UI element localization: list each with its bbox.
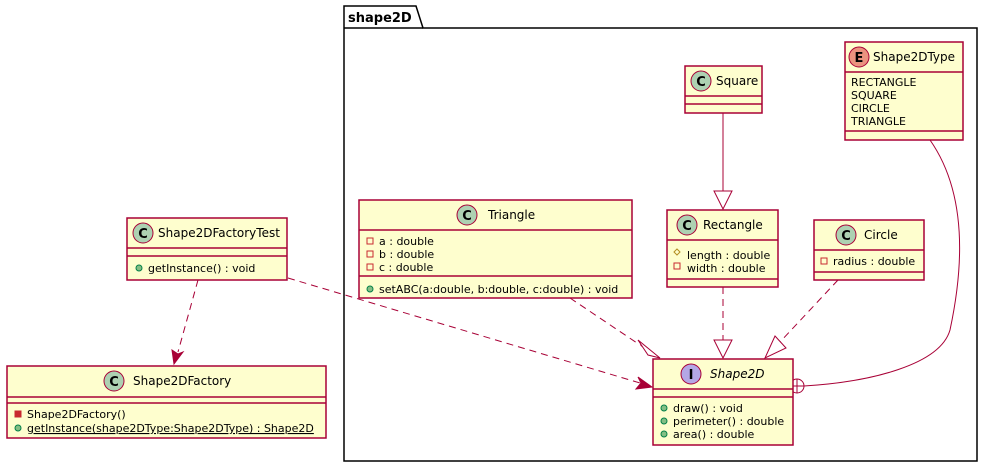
public-marker-icon xyxy=(660,404,668,412)
enum-value: SQUARE xyxy=(851,89,897,102)
field: width : double xyxy=(687,262,766,275)
class-badge-letter: C xyxy=(138,227,148,242)
field: length : double xyxy=(687,249,770,262)
field: c : double xyxy=(379,261,433,274)
method: perimeter() : double xyxy=(673,415,784,428)
method: setABC(a:double, b:double, c:double) : v… xyxy=(379,283,618,296)
private-marker-icon xyxy=(366,250,374,258)
method: area() : double xyxy=(673,428,755,441)
class-square[interactable]: C Square xyxy=(684,65,763,114)
enum-name: Shape2DType xyxy=(873,50,955,64)
class-name: Triangle xyxy=(487,208,535,222)
class-triangle[interactable]: C Triangle a : double b : double c : dou… xyxy=(358,199,633,299)
enum-badge-letter: E xyxy=(855,51,864,66)
class-circle[interactable]: C Circle radius : double xyxy=(813,219,925,281)
edge-rectangle-implements-shape2d xyxy=(713,287,733,360)
enum-value: RECTANGLE xyxy=(851,76,917,89)
method: Shape2DFactory() xyxy=(27,408,126,421)
class-badge-icon xyxy=(456,204,478,226)
public-marker-icon xyxy=(135,264,143,272)
class-badge-letter: C xyxy=(841,229,851,244)
method: getInstance() : void xyxy=(148,262,255,275)
field: b : double xyxy=(379,248,434,261)
enum-shape2dtype[interactable]: E Shape2DType RECTANGLE SQUARE CIRCLE TR… xyxy=(844,41,964,141)
private-marker-icon xyxy=(366,237,374,245)
private-marker-icon xyxy=(14,410,22,418)
static-method: getInstance(shape2DType:Shape2DType) : S… xyxy=(27,422,314,435)
private-marker-icon xyxy=(820,257,828,265)
interface-badge-icon xyxy=(680,363,702,385)
class-badge-letter: C xyxy=(462,209,472,224)
class-shape2dfactory[interactable]: C Shape2DFactory Shape2DFactory() getIns… xyxy=(6,365,327,439)
interface-shape2d[interactable]: I Shape2D draw() : void perimeter() : do… xyxy=(652,358,794,446)
private-marker-icon xyxy=(673,262,681,270)
class-rectangle[interactable]: C Rectangle length : double width : doub… xyxy=(666,209,779,288)
class-badge-icon xyxy=(835,224,857,246)
class-name: Square xyxy=(716,74,758,88)
class-badge-letter: C xyxy=(109,375,119,390)
interface-name: Shape2D xyxy=(710,367,764,381)
package-shape2d: shape2D xyxy=(343,5,978,462)
field: a : double xyxy=(379,235,434,248)
class-badge-icon xyxy=(690,70,712,92)
protected-marker-icon xyxy=(673,248,681,256)
edge-circle-implements-shape2d xyxy=(763,279,839,360)
class-badge-letter: C xyxy=(696,75,706,90)
class-badge-icon xyxy=(676,214,698,236)
edge-square-extends-rectangle xyxy=(713,113,733,211)
public-marker-icon xyxy=(660,430,668,438)
class-badge-letter: C xyxy=(682,219,692,234)
edge-factorytest-uses-shape2d xyxy=(287,277,654,390)
edge-triangle-implements-shape2d xyxy=(569,297,661,359)
edge-factorytest-uses-factory xyxy=(171,279,199,366)
field: radius : double xyxy=(833,255,915,268)
class-badge-icon xyxy=(132,222,154,244)
enum-badge-icon xyxy=(848,46,870,68)
enum-value: CIRCLE xyxy=(851,102,890,115)
class-name: Rectangle xyxy=(703,218,763,232)
private-marker-icon xyxy=(366,263,374,271)
public-marker-icon xyxy=(14,424,22,432)
public-marker-icon xyxy=(660,417,668,425)
enum-value: TRIANGLE xyxy=(850,115,906,128)
interface-badge-letter: I xyxy=(689,368,694,383)
class-name: Circle xyxy=(864,228,898,242)
class-name: Shape2DFactoryTest xyxy=(158,226,280,240)
class-shape2dfactorytest[interactable]: C Shape2DFactoryTest getInstance() : voi… xyxy=(126,217,288,281)
method: draw() : void xyxy=(673,402,743,415)
class-name: Shape2DFactory xyxy=(133,374,231,388)
class-badge-icon xyxy=(103,370,125,392)
public-marker-icon xyxy=(366,285,374,293)
package-title: shape2D xyxy=(348,11,412,26)
